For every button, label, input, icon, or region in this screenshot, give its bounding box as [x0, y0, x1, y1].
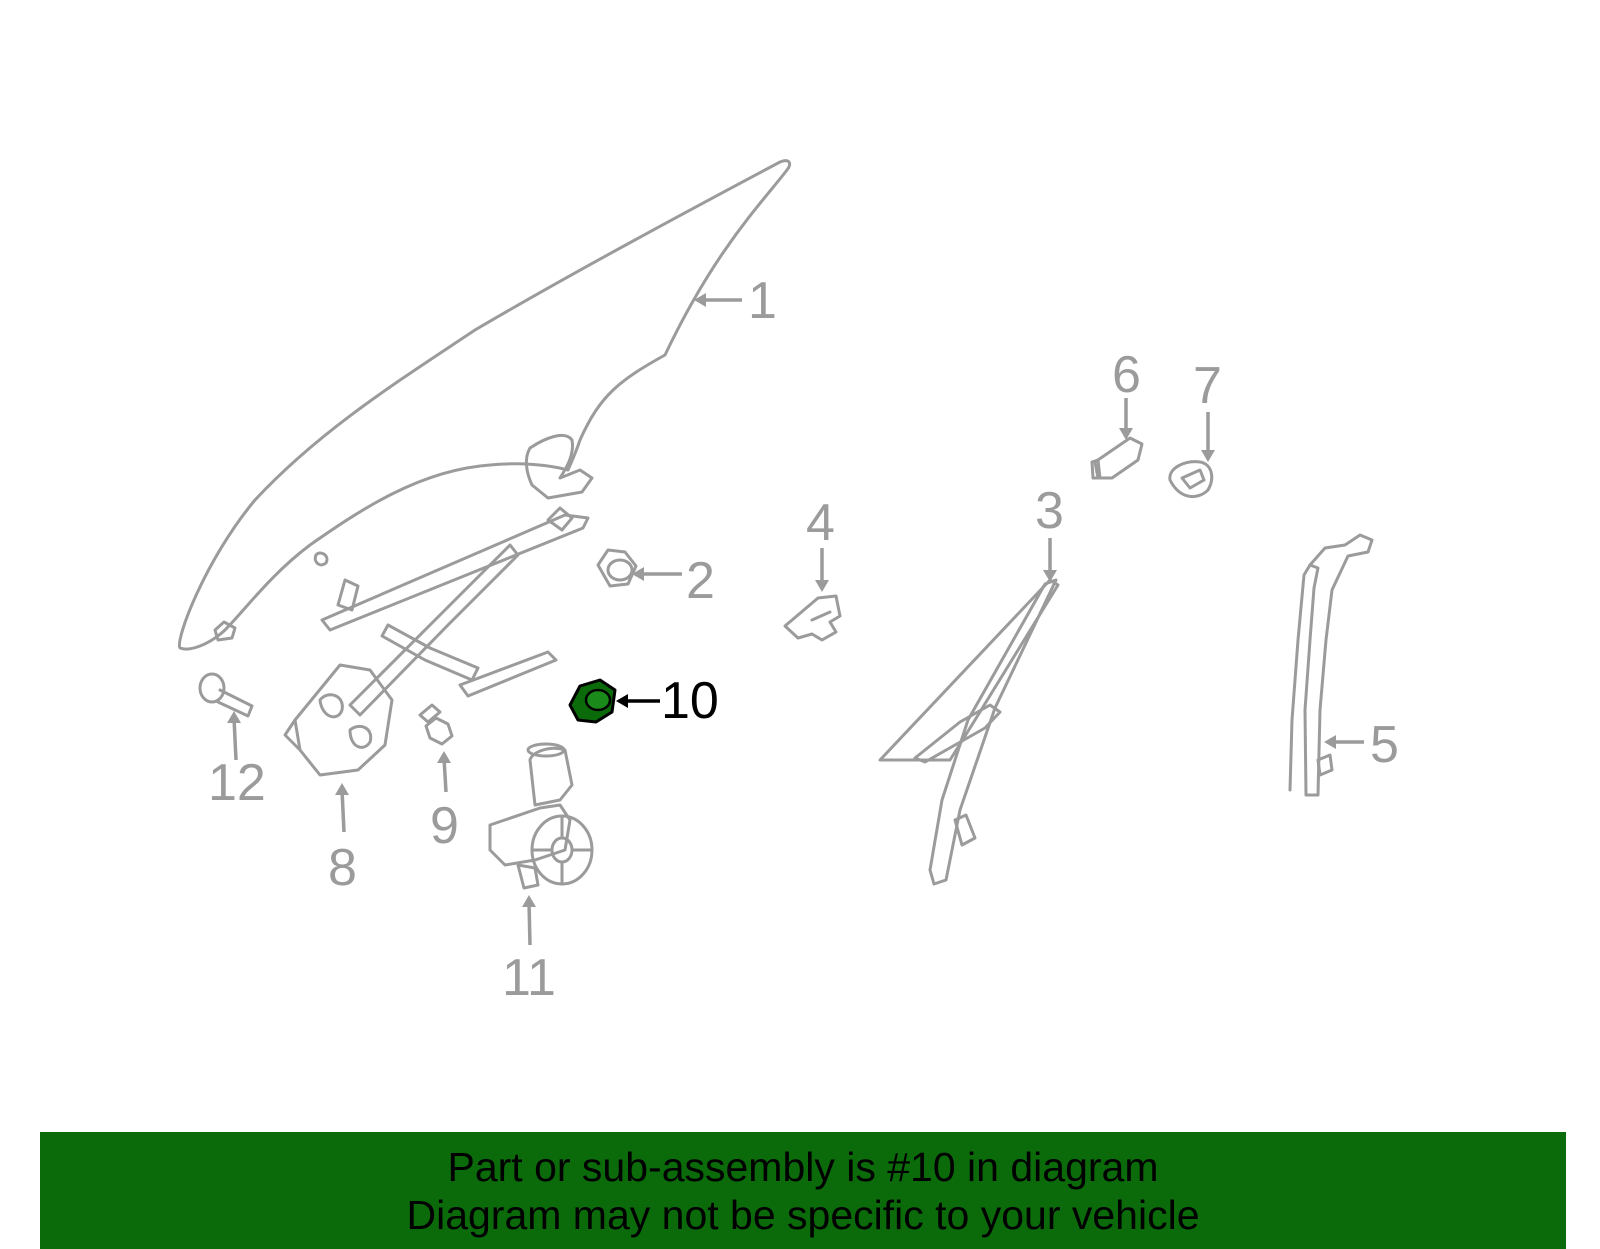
- arrow-10-head: [616, 694, 628, 708]
- part-2-nut: [596, 548, 638, 588]
- part-3-division-bar: [878, 578, 1060, 886]
- callout-12[interactable]: 12: [208, 754, 266, 812]
- part-7-grommet: [1168, 460, 1214, 499]
- callout-2[interactable]: 2: [686, 552, 715, 610]
- callout-4[interactable]: 4: [806, 494, 835, 552]
- arrow-12: [232, 717, 238, 761]
- part-8-window-regulator: [283, 506, 590, 777]
- arrow-11-head: [522, 895, 536, 907]
- banner-line-disclaimer: Diagram may not be specific to your vehi…: [406, 1191, 1200, 1238]
- part-info-banner: Part or sub-assembly is #10 in diagram D…: [40, 1132, 1566, 1249]
- callout-numbers: 1 2 3 4 5 6 7 8 9 10 11 12: [208, 272, 1399, 1007]
- arrow-4-head: [815, 580, 829, 592]
- parts-diagram: 1 2 3 4 5 6 7 8 9 10 11 12: [177, 159, 1399, 1007]
- callout-7[interactable]: 7: [1193, 357, 1222, 415]
- part-5-rear-channel: [1288, 533, 1374, 797]
- part-4-guide: [783, 594, 842, 642]
- callout-9[interactable]: 9: [430, 797, 459, 855]
- arrow-6-head: [1119, 428, 1133, 440]
- arrow-5-head: [1324, 735, 1336, 749]
- callout-1[interactable]: 1: [748, 272, 777, 330]
- arrow-3-head: [1043, 570, 1057, 582]
- callout-10[interactable]: 10: [661, 672, 719, 730]
- callout-6[interactable]: 6: [1112, 346, 1141, 404]
- arrow-12-head: [227, 711, 241, 723]
- arrow-8-head: [335, 783, 349, 795]
- part-9-bolt: [418, 703, 454, 746]
- part-1-door-glass: [177, 159, 792, 651]
- arrow-9-head: [437, 751, 451, 763]
- arrow-2-head: [632, 567, 644, 581]
- arrow-9: [442, 757, 448, 793]
- arrow-1-head: [694, 293, 706, 307]
- part-12-bolt: [198, 672, 254, 718]
- callout-5[interactable]: 5: [1370, 716, 1399, 774]
- part-11-regulator-motor: [488, 742, 594, 890]
- banner-line-part-number: Part or sub-assembly is #10 in diagram: [447, 1143, 1159, 1190]
- callout-arrows: [227, 293, 1364, 946]
- callout-11[interactable]: 11: [502, 949, 556, 1007]
- part-10-nut-highlighted: [568, 678, 617, 724]
- arrow-7-head: [1201, 450, 1215, 462]
- part-6-clip: [1090, 436, 1144, 480]
- callout-8[interactable]: 8: [328, 839, 357, 897]
- arrow-8: [340, 789, 346, 833]
- arrow-11: [527, 901, 532, 946]
- callout-3[interactable]: 3: [1035, 482, 1064, 540]
